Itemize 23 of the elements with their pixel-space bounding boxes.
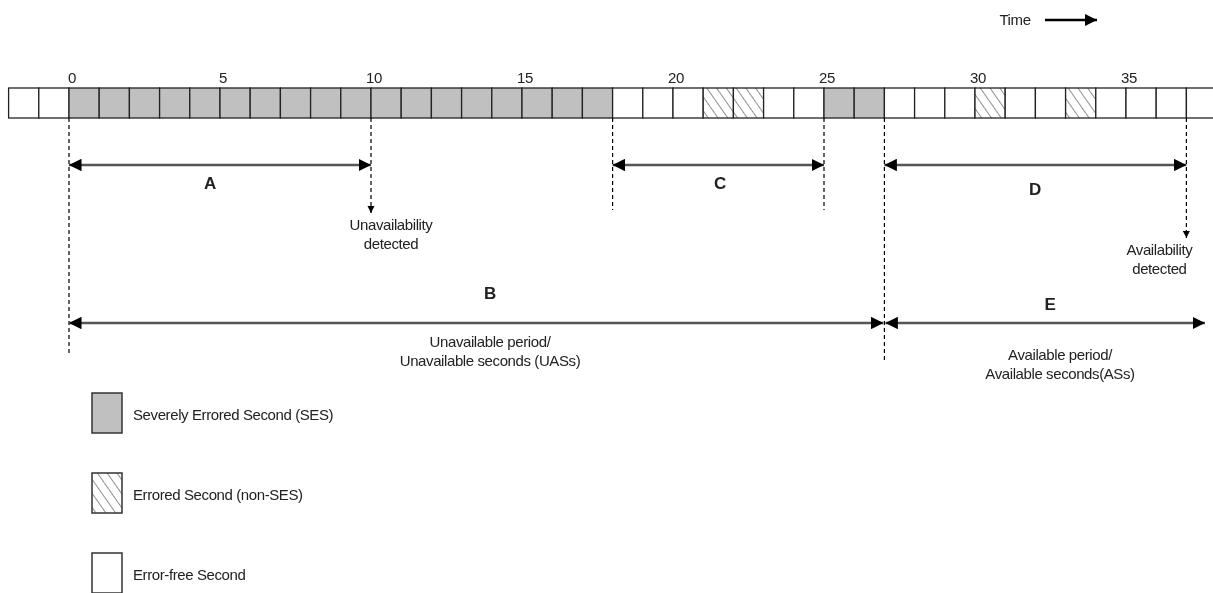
arrow	[1182, 117, 1190, 239]
tick-label: 10	[365, 68, 383, 87]
tick-label: 5	[218, 68, 228, 87]
tick-label: 25	[818, 68, 836, 87]
legend-label: Error-free Second	[133, 565, 246, 584]
period-description: Unavailable period/ Unavailable seconds (UASs)	[398, 332, 582, 370]
period-letter: B	[483, 284, 497, 303]
tick-label: 0	[67, 68, 77, 87]
period-letter: D	[1028, 180, 1042, 199]
period-letter: C	[713, 174, 727, 193]
legend-label: Errored Second (non-SES)	[133, 485, 303, 504]
legend-label: Severely Errored Second (SES)	[133, 405, 334, 424]
period-letter: E	[1043, 295, 1057, 314]
arrow	[367, 117, 375, 214]
period-description: Available period/ Available seconds(ASs)	[984, 345, 1136, 383]
tick-label: 30	[969, 68, 987, 87]
tick-label: 20	[667, 68, 685, 87]
period-letter: A	[203, 174, 217, 193]
tick-label: 35	[1120, 68, 1138, 87]
tick-label: 15	[516, 68, 534, 87]
event-note: Availability detected	[1104, 240, 1213, 278]
event-note: Unavailability detected	[331, 215, 451, 253]
axis-title: Time	[998, 10, 1032, 29]
